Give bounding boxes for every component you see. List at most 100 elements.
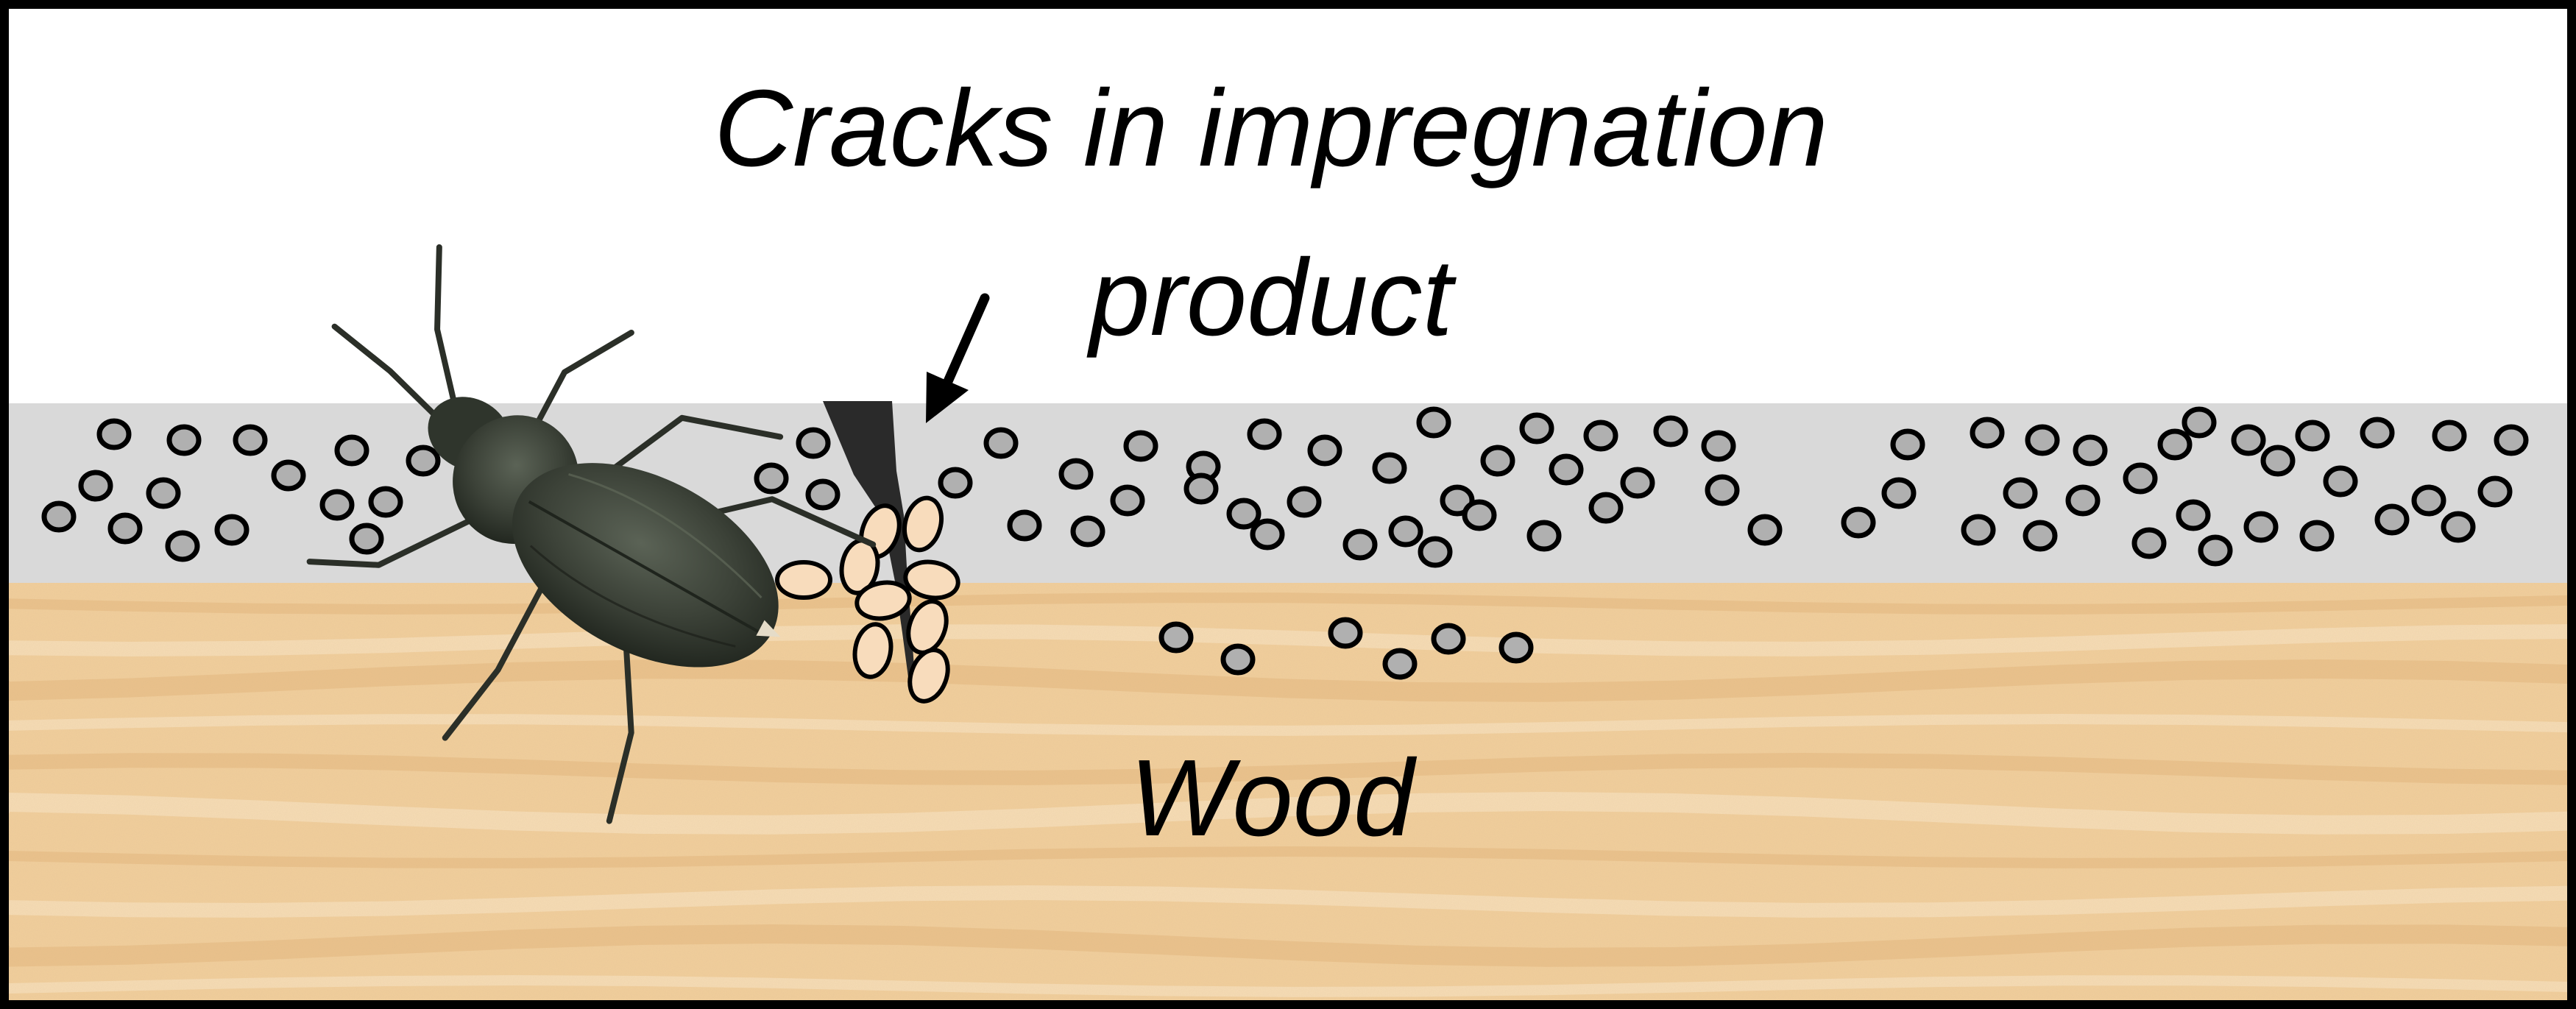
particle xyxy=(319,489,355,521)
particle xyxy=(754,462,789,495)
particle xyxy=(2131,527,2167,559)
particle xyxy=(2411,484,2446,517)
particle xyxy=(334,434,369,467)
particle xyxy=(2023,520,2058,552)
particle xyxy=(349,523,384,555)
particle xyxy=(1416,406,1451,439)
particle xyxy=(1747,514,1783,546)
wood-texture xyxy=(0,583,2576,1009)
egg xyxy=(854,580,912,621)
particle xyxy=(2003,477,2038,509)
particle xyxy=(2182,406,2217,439)
particle xyxy=(78,470,113,502)
particle xyxy=(1382,648,1418,680)
particle xyxy=(2360,417,2395,449)
particle xyxy=(1881,477,1917,509)
particle xyxy=(214,514,250,546)
particle xyxy=(1890,428,1925,461)
egg xyxy=(902,495,944,553)
particle xyxy=(1158,621,1194,654)
particle xyxy=(1462,499,1497,531)
egg-cluster-icon xyxy=(775,495,960,704)
particle xyxy=(2260,445,2296,477)
particle xyxy=(41,500,77,533)
particle xyxy=(1961,514,1996,546)
egg xyxy=(852,622,894,679)
particle xyxy=(1705,474,1740,506)
particle xyxy=(96,418,132,450)
particle xyxy=(1123,430,1158,462)
particle xyxy=(796,427,831,459)
particle xyxy=(1431,623,1466,655)
particle xyxy=(166,424,202,456)
particle xyxy=(2441,511,2476,543)
particle xyxy=(1226,498,1262,530)
particle xyxy=(2123,462,2158,495)
particle xyxy=(2176,499,2211,531)
particle xyxy=(1418,536,1453,568)
particle xyxy=(1250,518,1285,550)
egg xyxy=(775,560,832,600)
arrow-down-left-icon xyxy=(926,293,990,423)
cracks-label-line1: Cracks in impregnation xyxy=(714,68,1828,189)
wood-label: Wood xyxy=(1130,737,1418,859)
particle xyxy=(2073,434,2108,467)
particle xyxy=(1498,631,1534,664)
particle xyxy=(2243,511,2279,543)
particle xyxy=(2025,424,2060,456)
particle xyxy=(805,478,841,511)
particle xyxy=(1701,430,1736,462)
particle xyxy=(2477,475,2513,508)
particle xyxy=(146,477,181,509)
particle xyxy=(2231,424,2266,456)
egg xyxy=(907,648,950,704)
particle xyxy=(983,427,1019,459)
particle xyxy=(1588,492,1624,524)
particle xyxy=(1220,643,1256,676)
particle xyxy=(1970,417,2005,449)
particle xyxy=(1583,419,1618,452)
particle xyxy=(1653,415,1688,447)
particle xyxy=(1007,509,1042,542)
particle xyxy=(107,512,143,545)
particle xyxy=(406,445,441,477)
particle xyxy=(2198,534,2233,567)
particle xyxy=(1519,412,1554,445)
particle xyxy=(368,486,403,518)
particle xyxy=(1328,617,1363,649)
crack xyxy=(823,401,916,688)
particle xyxy=(2494,424,2529,456)
particle xyxy=(2432,419,2467,452)
impregnation-particles xyxy=(41,406,2529,680)
cracks-label-line2: product xyxy=(1086,237,1457,358)
particle xyxy=(1287,486,1322,518)
particle xyxy=(1247,418,1282,450)
particle xyxy=(1526,520,1562,552)
particle xyxy=(1307,434,1342,467)
particle xyxy=(1549,453,1584,486)
particle xyxy=(1388,515,1423,548)
particle xyxy=(1070,515,1105,548)
particle xyxy=(1183,472,1219,505)
particle xyxy=(2374,503,2410,536)
particle xyxy=(2295,419,2330,452)
particle xyxy=(1110,484,1145,517)
particle xyxy=(1841,506,1876,539)
particle xyxy=(1342,528,1378,561)
particle xyxy=(2065,484,2101,517)
particle xyxy=(1058,458,1094,490)
particle xyxy=(2157,428,2193,461)
particle xyxy=(233,424,268,456)
particle xyxy=(938,467,973,499)
particle xyxy=(2323,465,2358,498)
particle xyxy=(1480,445,1515,477)
particle xyxy=(271,459,306,492)
particle xyxy=(165,530,200,562)
particle xyxy=(2299,520,2335,552)
particle xyxy=(1372,452,1407,484)
wood-layer xyxy=(0,583,2576,1009)
particle xyxy=(1620,467,1655,499)
egg xyxy=(906,599,949,655)
